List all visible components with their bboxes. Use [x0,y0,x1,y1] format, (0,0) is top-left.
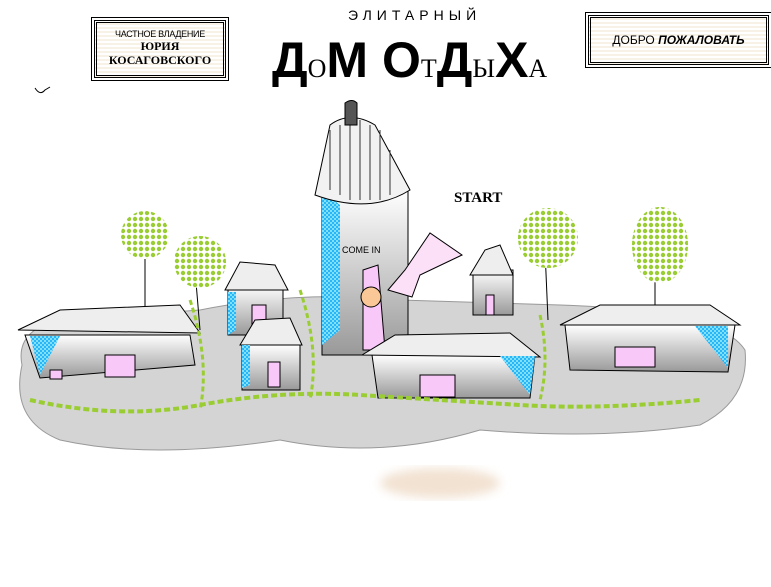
tree [121,211,169,320]
owner-sign: ЧАСТНОЕ ВЛАДЕНИЕ ЮРИЯ КОСАГОВСКОГО [91,17,229,81]
title-part: Д [436,32,473,88]
tree [632,207,688,320]
title-part: О [307,54,327,83]
start-link[interactable]: START [454,190,503,206]
house [360,332,542,399]
page-title: ДОМ ОТДЫХА [272,30,547,103]
welcome-sign: ДОБРО ПОЖАЛОВАТЬ [585,12,771,68]
house [17,304,201,380]
welcome-emph: ПОЖАЛОВАТЬ [658,33,745,47]
title-part: Т [420,54,437,83]
owner-sign-line2: ЮРИЯ [140,39,180,53]
title-part: Х [495,32,529,88]
title-part: А [528,54,548,83]
page-subtitle: ЭЛИТАРНЫЙ [348,7,482,23]
welcome-plain: ДОБРО [612,33,659,47]
title-part: Ы [472,54,496,83]
tree [174,236,226,331]
bird-icon [34,86,51,94]
come-in-link[interactable]: COME IN [342,245,381,255]
house [239,317,303,391]
owner-sign-line3: КОСАГОВСКОГО [108,53,212,67]
house [469,244,514,316]
house [559,304,742,373]
title-part: Д [272,32,308,88]
tree [518,208,578,321]
title-part: М [326,32,382,88]
owner-sign-line1: ЧАСТНОЕ ВЛАДЕНИЕ [115,29,205,39]
arrow-icon [387,232,463,298]
tower [314,100,411,356]
blurred-smudge [380,468,500,498]
title-part: О [381,32,421,88]
